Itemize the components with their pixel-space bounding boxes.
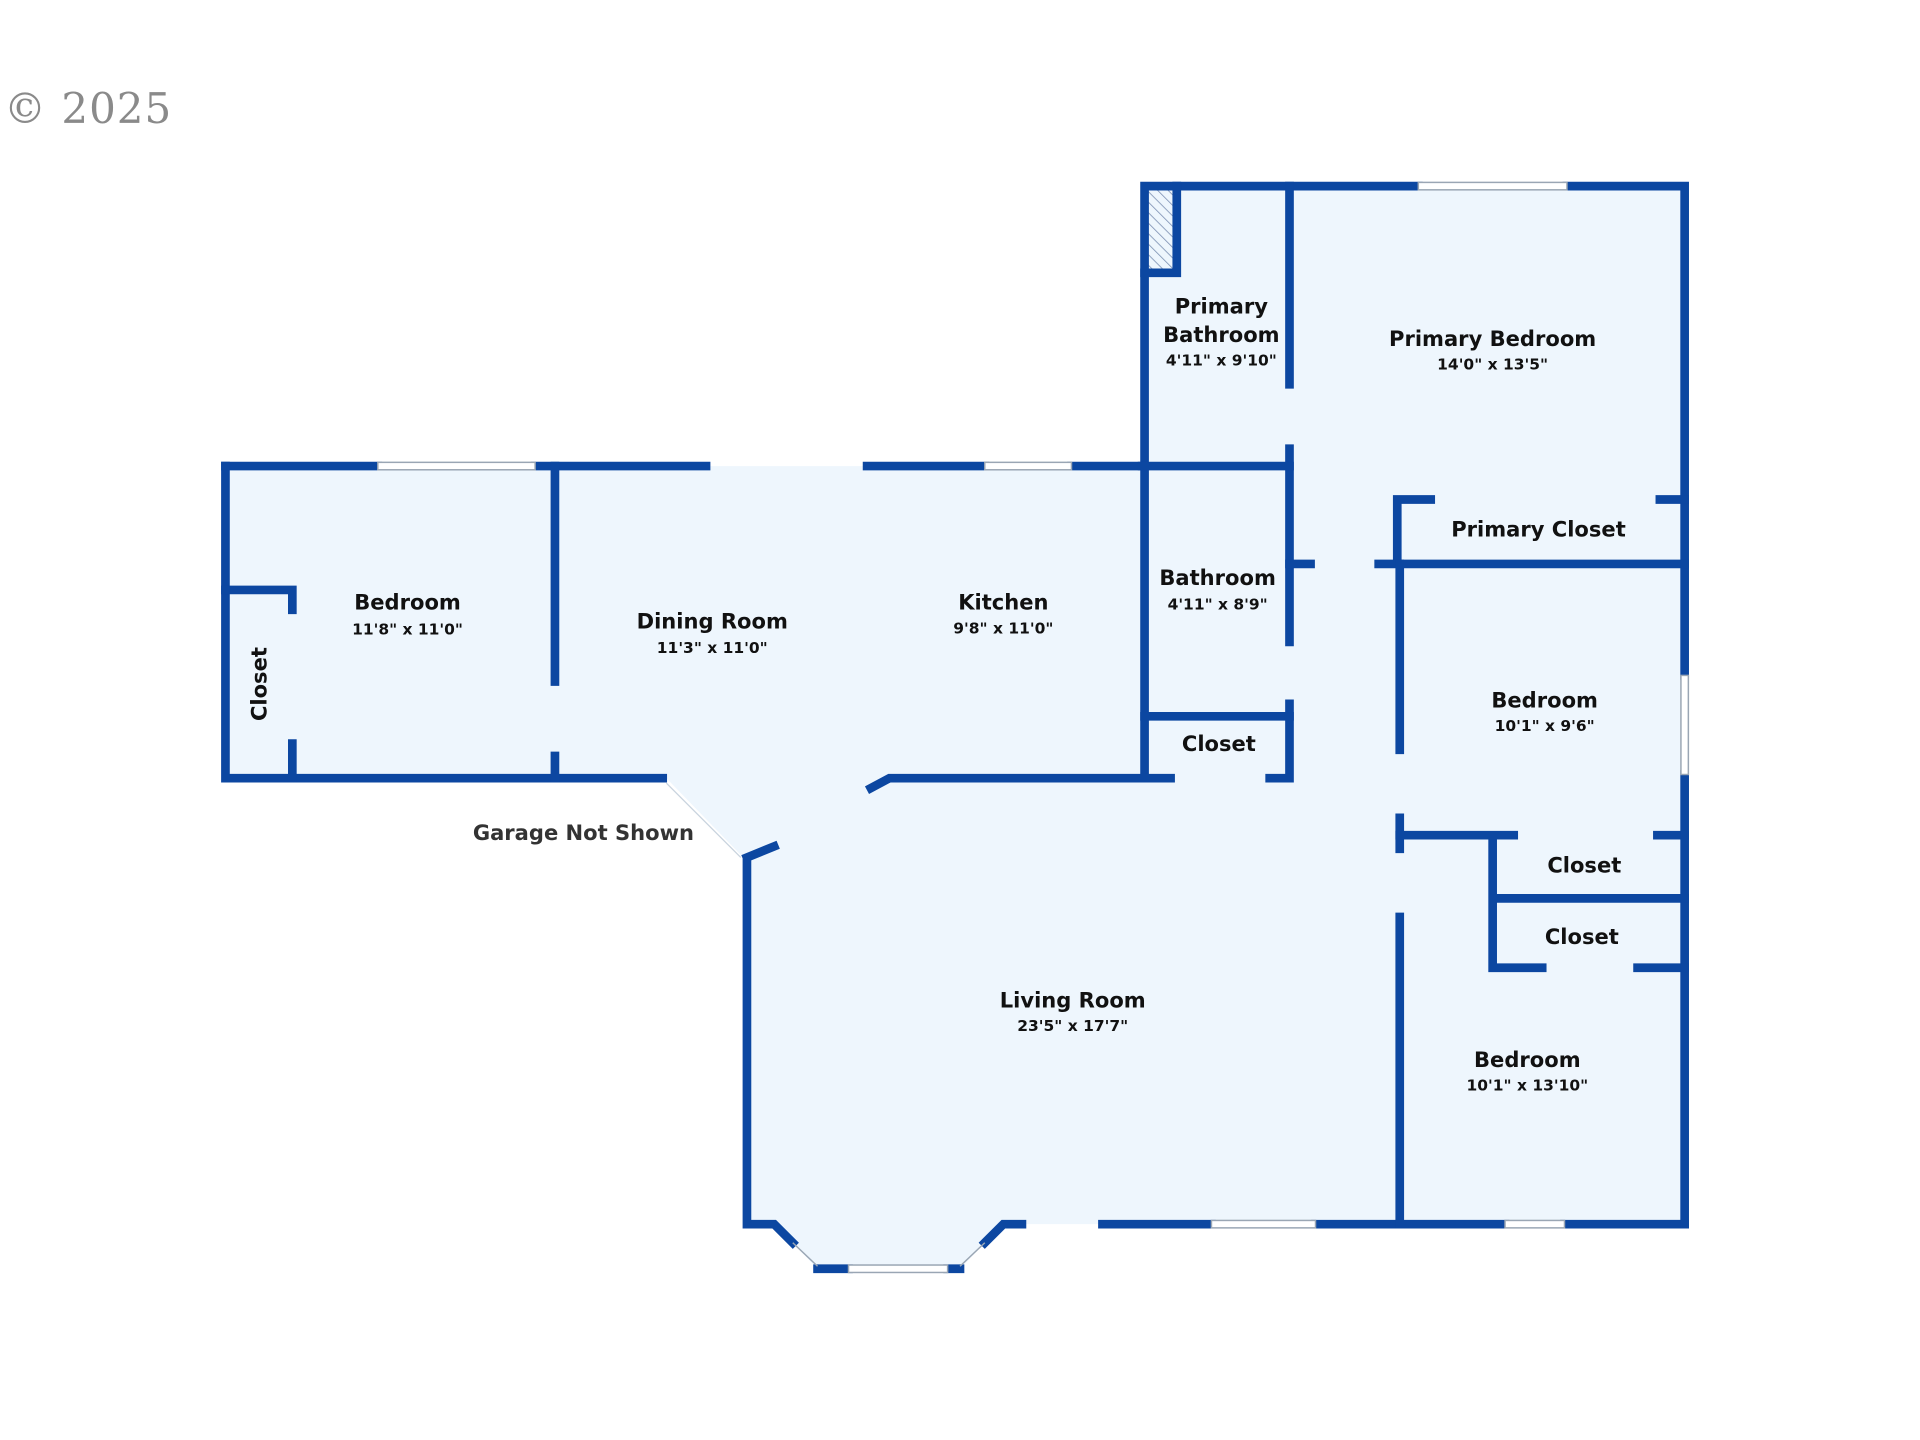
room-name: Dining Room: [637, 608, 788, 633]
room-name: Closet: [246, 647, 271, 721]
room-dims: 14'0" x 13'5": [1437, 355, 1548, 373]
room-name: Bathroom: [1163, 322, 1280, 347]
garage-note: Garage Not Shown: [473, 820, 694, 845]
shower-stall: [1148, 189, 1174, 270]
room-dims: 23'5" x 17'7": [1017, 1017, 1128, 1035]
room-name: Bedroom: [1474, 1047, 1581, 1072]
room-name: Closet: [1547, 852, 1621, 877]
windows: [377, 181, 1690, 1274]
room-name: Kitchen: [958, 590, 1048, 615]
room-dims: 4'11" x 8'9": [1168, 596, 1268, 614]
room-name: Bedroom: [354, 590, 461, 615]
room-name: Primary Bedroom: [1389, 326, 1596, 351]
copyright-watermark: © 2025: [4, 84, 173, 133]
room-name: Primary: [1175, 294, 1269, 319]
room-name: Bathroom: [1159, 565, 1276, 590]
room-name: Closet: [1182, 731, 1256, 756]
walls: [221, 181, 1689, 1274]
room-dims: 10'1" x 9'6": [1495, 717, 1595, 735]
room-labels: Bedroom 11'8" x 11'0" Closet Dining Room…: [246, 294, 1625, 1095]
door-openings: [665, 782, 742, 858]
room-dims: 11'3" x 11'0": [657, 639, 768, 657]
room-name: Living Room: [1000, 987, 1146, 1012]
floor-area: [225, 186, 1685, 1269]
room-dims: 11'8" x 11'0": [352, 621, 463, 639]
room-dims: 9'8" x 11'0": [953, 619, 1053, 637]
room-dims: 10'1" x 13'10": [1466, 1076, 1588, 1094]
room-name: Closet: [1545, 924, 1619, 949]
room-name: Primary Closet: [1451, 517, 1626, 542]
room-name: Bedroom: [1491, 688, 1598, 713]
room-dims: 4'11" x 9'10": [1166, 352, 1277, 370]
